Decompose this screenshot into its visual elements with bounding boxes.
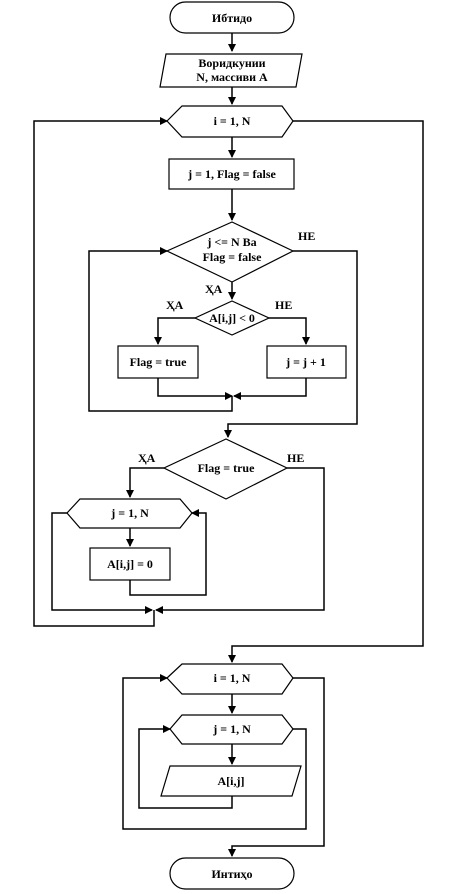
check-flag-yes-label: ҲА	[138, 451, 156, 465]
end-label: Интиҳо	[211, 867, 252, 881]
check-flag-decision: Flag = true	[162, 438, 289, 500]
init-label: j = 1, Flag = false	[187, 167, 276, 181]
end-terminator: Интиҳо	[169, 857, 295, 890]
while-label-line1: j <= N Ва	[206, 235, 256, 249]
while-no-label: НЕ	[298, 229, 315, 243]
connectors	[33, 33, 424, 857]
output-label: A[i,j]	[218, 774, 245, 788]
input-label-line2: N, массиви A	[196, 70, 268, 84]
cond-a-decision: A[i,j] < 0	[193, 300, 271, 336]
cond-a-label: A[i,j] < 0	[209, 311, 255, 325]
cond-a-yes-label: ҲА	[166, 298, 184, 312]
loop-i-out-block: i = 1, N	[166, 663, 294, 695]
start-terminator: Ибтидо	[169, 1, 295, 34]
assign-zero-label: A[i,j] = 0	[107, 557, 153, 571]
inc-j-label: j = j + 1	[285, 355, 326, 369]
loop-j-out-label: j = 1, N	[212, 722, 251, 736]
cond-a-no-label: НЕ	[275, 298, 292, 312]
set-flag-label: Flag = true	[130, 355, 187, 369]
loop-i-out-label: i = 1, N	[214, 671, 251, 685]
loop-j-out-block: j = 1, N	[169, 714, 294, 745]
loop-j-zero-block: j = 1, N	[66, 498, 193, 529]
check-flag-label: Flag = true	[198, 461, 255, 475]
set-flag-block: Flag = true	[117, 345, 199, 379]
while-yes-label: ҲА	[205, 282, 223, 296]
start-label: Ибтидо	[212, 11, 252, 25]
while-label-line2: Flag = false	[203, 250, 263, 264]
loop-j-zero-label: j = 1, N	[110, 506, 149, 520]
check-flag-no-label: НЕ	[287, 451, 304, 465]
loop-i-block: i = 1, N	[166, 105, 294, 138]
inc-j-block: j = j + 1	[266, 345, 347, 379]
while-decision: j <= N Ва Flag = false	[165, 221, 295, 283]
input-block: Воридкунии N, массиви A	[159, 53, 303, 88]
loop-i-label: i = 1, N	[214, 114, 251, 128]
input-label-line1: Воридкунии	[198, 56, 265, 70]
output-block: A[i,j]	[160, 765, 302, 797]
init-block: j = 1, Flag = false	[168, 158, 295, 190]
assign-zero-block: A[i,j] = 0	[89, 547, 171, 581]
